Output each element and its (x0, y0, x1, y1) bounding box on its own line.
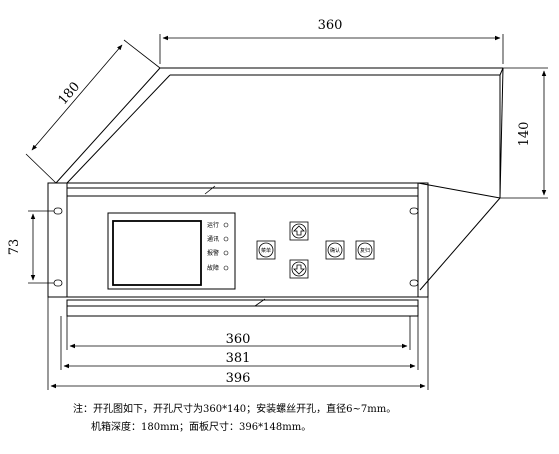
indicator-run-label: 运行 (207, 221, 219, 229)
down-arrow-icon (293, 264, 305, 275)
indicator-list: 运行 通讯 报警 故障 (207, 221, 229, 272)
down-button[interactable] (289, 259, 309, 279)
dim-panel-width-label: 396 (226, 371, 251, 386)
mount-hole-top-right (409, 207, 419, 215)
note-line-1: 注：开孔图如下，开孔尺寸为360*140；安装螺丝开孔，直径6~7mm。 (73, 402, 396, 415)
dim-top-width (159, 34, 504, 64)
dim-depth-label: 180 (56, 79, 84, 108)
indicator-comm-label: 通讯 (207, 235, 219, 243)
dim-depth (25, 39, 161, 184)
dim-top-width-label: 360 (318, 18, 343, 33)
enclosure-outline (55, 67, 504, 291)
indicator-fault-label: 故障 (207, 264, 219, 272)
up-arrow-icon (293, 225, 305, 236)
dim-mount-spacing (28, 210, 54, 284)
mount-hole-bottom-right (409, 279, 419, 287)
dim-side-height-label: 140 (517, 122, 532, 147)
confirm-button-label: 确认 (330, 247, 340, 254)
lcd-display (107, 212, 236, 290)
indicator-alarm-label: 报警 (207, 249, 219, 257)
confirm-button[interactable]: 确认 (325, 240, 345, 260)
reset-button[interactable]: 复归 (355, 240, 375, 260)
mount-hole-bottom-left (53, 279, 63, 287)
note-line-2: 机箱深度：180mm；面板尺寸：396*148mm。 (91, 420, 311, 433)
menu-button[interactable]: 菜单 (256, 240, 276, 260)
mount-holes (53, 207, 419, 287)
dim-bottom-extensions (47, 297, 429, 390)
indicator-run-led-icon (223, 222, 229, 228)
dim-side-height (500, 67, 548, 199)
dim-body-width-label: 381 (226, 351, 251, 366)
up-button[interactable] (289, 221, 309, 241)
indicator-fault-led-icon (223, 265, 229, 271)
dim-mount-spacing-label: 73 (7, 239, 22, 256)
reset-button-label: 复归 (360, 247, 370, 254)
indicator-alarm-led-icon (223, 250, 229, 256)
indicator-comm-led-icon (223, 236, 229, 242)
dim-cutout-width-label: 360 (226, 332, 251, 347)
mount-hole-top-left (53, 207, 63, 215)
menu-button-label: 菜单 (261, 247, 271, 254)
front-panel (47, 182, 429, 317)
